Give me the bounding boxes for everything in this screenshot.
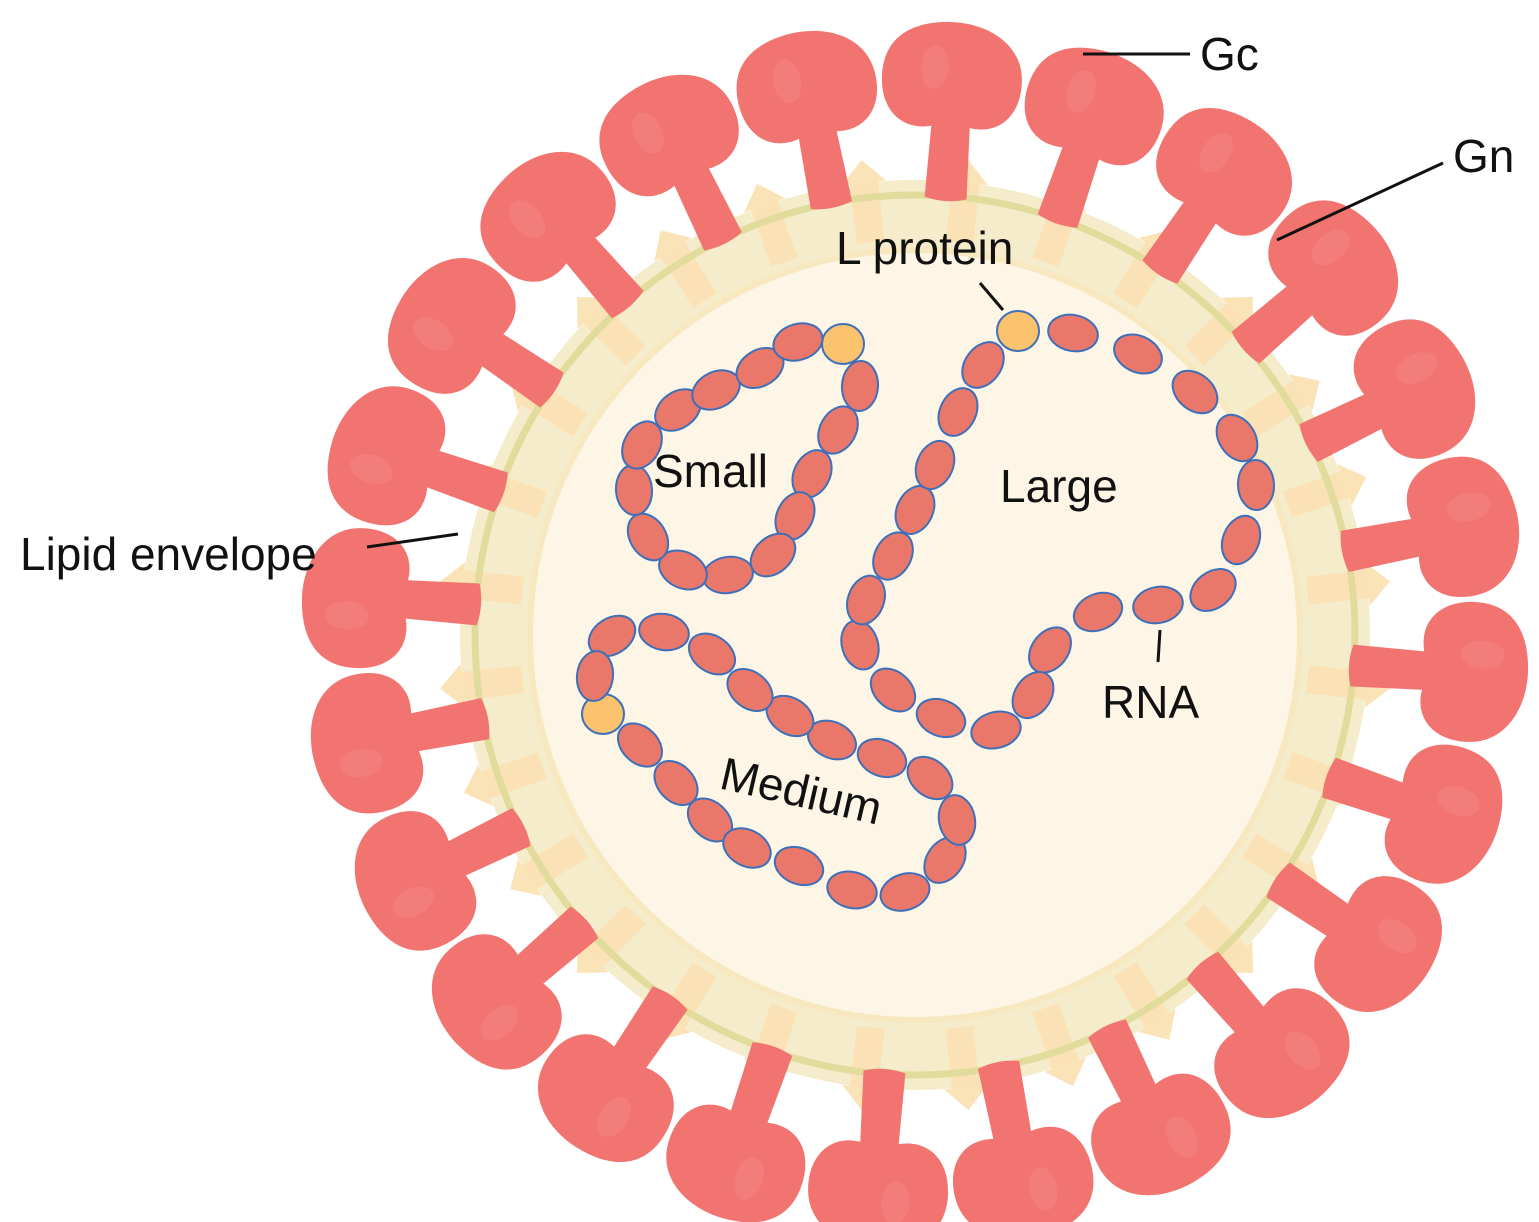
rna-nucleocapsid-bead bbox=[1132, 585, 1184, 625]
rna-nucleocapsid-bead bbox=[937, 794, 977, 846]
gn-leader-line bbox=[1276, 161, 1444, 242]
gn-spike bbox=[440, 664, 525, 708]
gc-spike bbox=[480, 152, 644, 319]
rna-nucleocapsid-bead bbox=[638, 612, 690, 652]
gc-spike bbox=[1186, 951, 1350, 1118]
l-protein bbox=[821, 323, 865, 365]
gn-spike bbox=[463, 752, 547, 807]
rna-nucleocapsid-bead bbox=[846, 574, 886, 626]
rna-nucleocapsid-bead bbox=[961, 341, 1005, 389]
rna-segment-small bbox=[614, 322, 880, 595]
gn-spike bbox=[1032, 1003, 1087, 1087]
rna-nucleocapsid-bead bbox=[872, 531, 914, 581]
rna-segment-medium bbox=[575, 612, 977, 912]
gc-spike bbox=[1231, 200, 1398, 364]
gn-spike bbox=[654, 230, 717, 308]
gn-spike bbox=[743, 183, 798, 267]
gc-spike bbox=[599, 74, 742, 251]
rna-nucleocapsid-bead bbox=[726, 668, 774, 712]
gn-spike bbox=[1305, 562, 1390, 606]
rna-nucleocapsid-bead bbox=[772, 322, 824, 362]
rna-nucleocapsid-bead bbox=[687, 632, 737, 676]
gc-spike bbox=[354, 808, 531, 951]
rna-nucleocapsid-bead bbox=[879, 872, 931, 912]
gn-label: Gn bbox=[1453, 130, 1514, 182]
rna-nucleocapsid-bead bbox=[817, 405, 859, 455]
gc-spike bbox=[387, 257, 564, 408]
rna-nucleocapsid-bead bbox=[1113, 333, 1163, 375]
rna-nucleocapsid-bead bbox=[869, 667, 917, 713]
gc-spike bbox=[301, 528, 482, 668]
rna-nucleocapsid-bead bbox=[1189, 568, 1237, 612]
gc-spike bbox=[953, 1060, 1094, 1222]
gn-spike bbox=[842, 160, 886, 245]
gc-spike bbox=[882, 21, 1022, 202]
gc-spikes bbox=[301, 21, 1529, 1222]
rna-nucleocapsid-bead bbox=[826, 870, 878, 910]
gc-spike bbox=[1088, 1019, 1231, 1196]
gc-spike bbox=[736, 30, 877, 210]
large-segment-label: Large bbox=[1000, 460, 1118, 512]
gn-spike bbox=[1113, 962, 1176, 1040]
rna-nucleocapsid-bead bbox=[749, 532, 797, 578]
gc-spike bbox=[327, 386, 508, 526]
rna-nucleocapsid-bead bbox=[617, 722, 663, 768]
l-protein-label: L protein bbox=[836, 222, 1013, 274]
rna-nucleocapsid-bead bbox=[1047, 313, 1099, 353]
gc-spike bbox=[666, 1042, 806, 1222]
envelope-membrane-ring bbox=[471, 191, 1359, 1079]
rna-nucleocapsid-bead bbox=[856, 737, 908, 779]
rna-nucleocapsid-bead bbox=[840, 360, 880, 412]
rna-nucleocapsid-bead bbox=[587, 614, 637, 658]
lipid-envelope-leader-line bbox=[366, 532, 459, 549]
rna-nucleocapsid-bead bbox=[1236, 459, 1276, 511]
rna-nucleocapsid-bead bbox=[722, 827, 772, 869]
gc-spike bbox=[432, 906, 599, 1070]
l-protein bbox=[996, 310, 1040, 352]
rna-segment-large bbox=[840, 310, 1276, 750]
gc-spike bbox=[808, 1068, 948, 1222]
gc-spike bbox=[1348, 602, 1529, 742]
rna-nucleocapsid-bead bbox=[1028, 626, 1072, 674]
gn-spike bbox=[1242, 374, 1320, 437]
rna-nucleocapsid-bead bbox=[1220, 514, 1262, 566]
rna-nucleocapsid-bead bbox=[906, 755, 954, 801]
gn-spike bbox=[577, 297, 646, 366]
l-protein-leader-line bbox=[978, 282, 1005, 311]
gn-spike bbox=[1283, 463, 1367, 518]
rna-nucleocapsid-bead bbox=[621, 420, 663, 470]
gn-spike bbox=[1184, 297, 1253, 366]
rna-label: RNA bbox=[1102, 676, 1199, 728]
gn-spike bbox=[1184, 904, 1253, 973]
gc-spike bbox=[537, 986, 688, 1163]
rna-nucleocapsid-bead bbox=[937, 387, 979, 437]
rna-nucleocapsid-bead bbox=[1215, 413, 1259, 463]
small-segment-label: Small bbox=[653, 445, 768, 497]
rna-leader-line bbox=[1156, 629, 1162, 663]
rna-nucleocapsid-bead bbox=[1011, 670, 1055, 720]
lipid-envelope-label: Lipid envelope bbox=[20, 528, 317, 580]
rna-nucleocapsid-bead bbox=[915, 697, 967, 739]
gn-spike bbox=[510, 833, 588, 896]
gc-spike bbox=[1266, 862, 1443, 1013]
rna-nucleocapsid-bead bbox=[1171, 369, 1219, 415]
rna-nucleocapsid-bead bbox=[914, 439, 956, 491]
gc-spike bbox=[310, 673, 490, 814]
gc-spike bbox=[1299, 319, 1476, 462]
rna-nucleocapsid-bead bbox=[1072, 591, 1124, 633]
gn-spike bbox=[944, 1025, 988, 1110]
rna-nucleocapsid-bead bbox=[970, 710, 1022, 750]
gn-spike bbox=[577, 904, 646, 973]
gc-spike bbox=[1142, 107, 1293, 284]
rna-nucleocapsid-bead bbox=[773, 845, 825, 887]
rna-nucleocapsid-bead bbox=[575, 650, 615, 702]
gc-label: Gc bbox=[1200, 28, 1259, 80]
gc-spike bbox=[1340, 456, 1520, 597]
gc-spike bbox=[1322, 744, 1503, 884]
gc-spike bbox=[1024, 47, 1164, 228]
